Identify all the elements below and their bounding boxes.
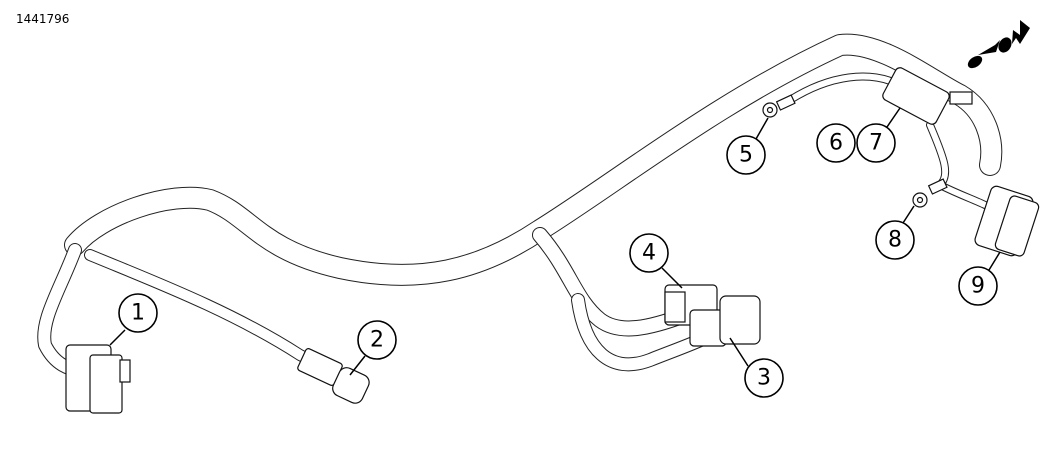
figure-id: 1441796 [16, 12, 70, 26]
connector-2 [297, 348, 370, 404]
callout-5: 5 [726, 135, 766, 175]
connector-9 [974, 185, 1040, 257]
ring-terminal-5 [762, 94, 796, 118]
connector-3 [689, 295, 761, 347]
svg-text:5: 5 [739, 143, 753, 168]
svg-text:8: 8 [888, 228, 902, 253]
svg-text:7: 7 [869, 131, 883, 156]
svg-text:3: 3 [757, 366, 771, 391]
svg-text:9: 9 [971, 274, 985, 299]
callout-6: 6 [816, 123, 856, 163]
svg-text:6: 6 [829, 131, 843, 156]
callout-8: 8 [875, 220, 915, 260]
callout-4: 4 [629, 233, 669, 273]
callout-9: 9 [958, 266, 998, 306]
orientation-icon [967, 20, 1030, 69]
svg-text:1: 1 [131, 301, 145, 326]
svg-text:2: 2 [370, 328, 384, 353]
ring-terminal-8 [912, 178, 948, 208]
callout-7: 7 [856, 123, 896, 163]
connector-6-7 [882, 67, 973, 125]
callout-3: 3 [744, 358, 784, 398]
svg-text:4: 4 [642, 241, 656, 266]
connector-1 [65, 344, 131, 414]
callout-1: 1 [118, 293, 158, 333]
callout-2: 2 [357, 320, 397, 360]
leaders [109, 107, 1001, 376]
